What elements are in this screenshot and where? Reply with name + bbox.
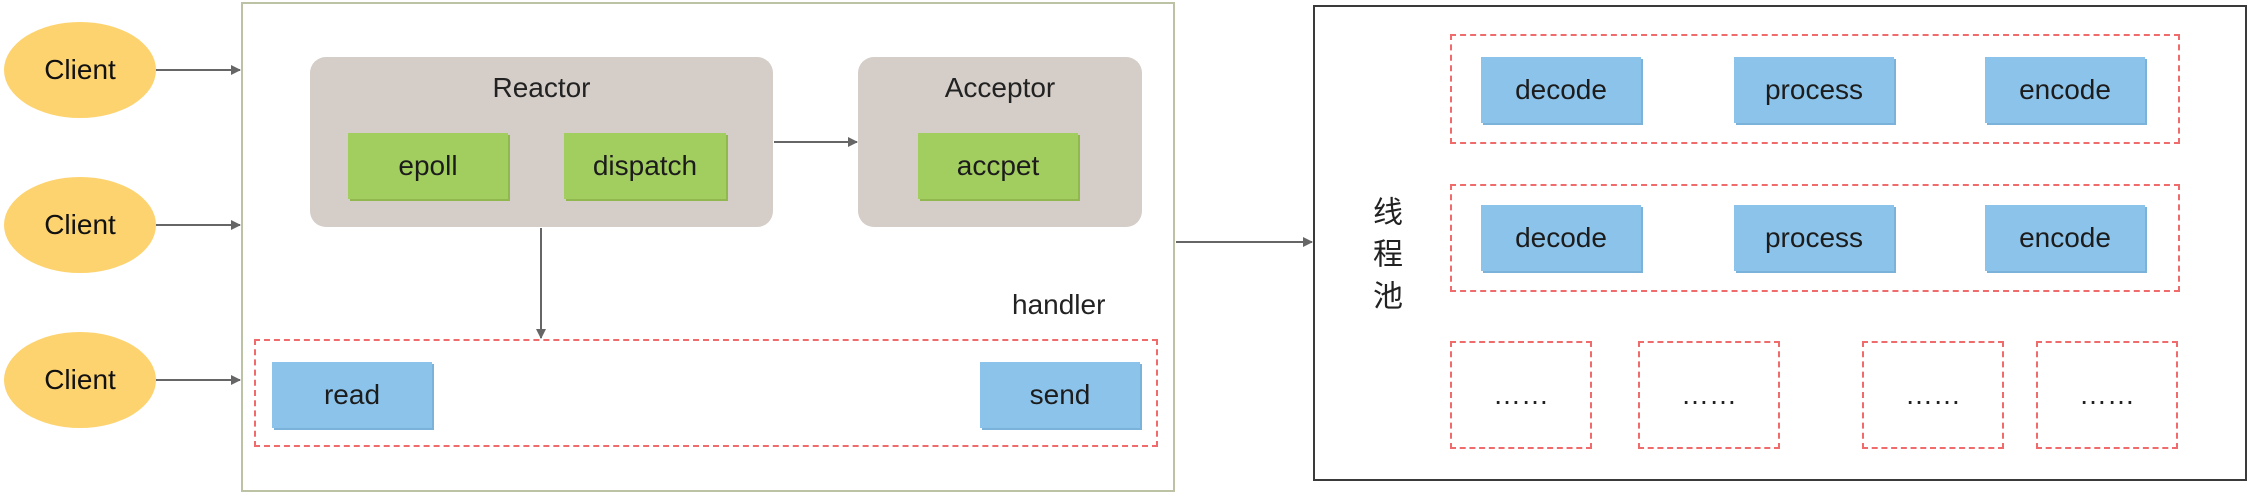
send-label: send [1029, 379, 1091, 410]
client-3: Client [4, 332, 156, 428]
ellipsis-label: …… [1493, 379, 1549, 410]
dispatch-box: dispatch [564, 133, 726, 199]
handler-box [254, 339, 1158, 447]
acceptor-title: Acceptor [944, 72, 1056, 103]
encode-label: encode [2019, 74, 2111, 105]
epoll-label: epoll [398, 150, 458, 181]
decode-box: decode [1481, 57, 1641, 123]
client-label: Client [44, 209, 116, 240]
encode-box: encode [1985, 205, 2145, 271]
accept-label: accpet [956, 150, 1040, 181]
accept-box: accpet [918, 133, 1078, 199]
ellipsis-label: …… [2079, 379, 2135, 410]
worker-row-1 [1450, 34, 2180, 144]
ellipsis-label: …… [1905, 379, 1961, 410]
client-label: Client [44, 364, 116, 395]
reactor-title: Reactor [492, 72, 591, 103]
worker-slot-placeholder: …… [2036, 341, 2178, 449]
client-label: Client [44, 54, 116, 85]
decode-label: decode [1515, 222, 1607, 253]
connector-arrows [156, 65, 1313, 385]
client-2: Client [4, 177, 156, 273]
epoll-box: epoll [348, 133, 508, 199]
encode-box: encode [1985, 57, 2145, 123]
dispatch-label: dispatch [592, 150, 698, 181]
worker-slot-placeholder: …… [1862, 341, 2004, 449]
decode-label: decode [1515, 74, 1607, 105]
worker-slot-placeholder: …… [1638, 341, 1780, 449]
worker-slot-placeholder: …… [1450, 341, 1592, 449]
encode-label: encode [2019, 222, 2111, 253]
process-label: process [1764, 222, 1864, 253]
send-box: send [980, 362, 1140, 428]
read-label: read [323, 379, 381, 410]
handler-label: handler [1012, 289, 1106, 320]
ellipsis-label: …… [1681, 379, 1737, 410]
read-box: read [272, 362, 432, 428]
decode-box: decode [1481, 205, 1641, 271]
process-box: process [1734, 205, 1894, 271]
process-label: process [1764, 74, 1864, 105]
worker-row-2 [1450, 184, 2180, 292]
thread-pool-label: 线程池 [1368, 196, 1401, 322]
client-1: Client [4, 22, 156, 118]
process-box: process [1734, 57, 1894, 123]
